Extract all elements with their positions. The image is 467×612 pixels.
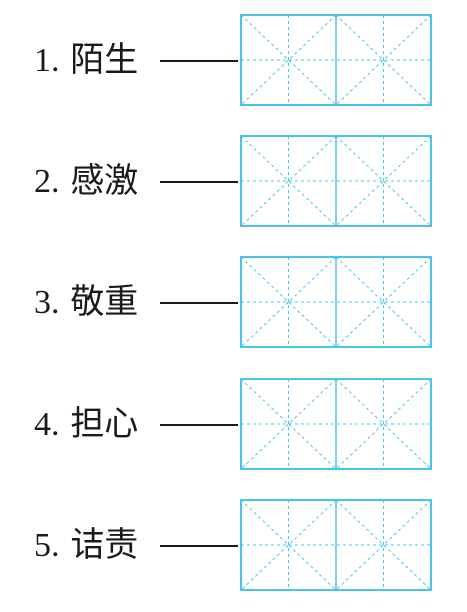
item-number: 5. (34, 527, 60, 564)
word-label: 1. 陌生 (34, 38, 138, 83)
word-text: 感激 (70, 161, 139, 201)
connector-line (160, 60, 238, 62)
writing-grid[interactable] (240, 14, 432, 106)
word-label: 4. 担心 (34, 402, 138, 447)
writing-grid[interactable] (240, 256, 432, 348)
exercise-item-2: 2. 感激 (0, 133, 467, 229)
connector-line (160, 181, 238, 183)
word-text: 陌生 (70, 40, 139, 80)
word-label: 2. 感激 (34, 159, 138, 204)
connector-line (160, 424, 238, 426)
writing-grid[interactable] (240, 499, 432, 591)
exercise-item-1: 1. 陌生 (0, 12, 467, 108)
writing-grid[interactable] (240, 135, 432, 227)
connector-line (160, 545, 238, 547)
exercise-item-5: 5. 诘责 (0, 497, 467, 593)
word-text: 担心 (70, 404, 139, 444)
item-number: 4. (34, 406, 60, 443)
word-label: 5. 诘责 (34, 523, 138, 568)
connector-line (160, 302, 238, 304)
word-label: 3. 敬重 (34, 280, 138, 325)
item-number: 2. (34, 163, 60, 200)
exercise-item-4: 4. 担心 (0, 376, 467, 472)
item-number: 3. (34, 284, 60, 321)
writing-grid[interactable] (240, 378, 432, 470)
exercise-item-3: 3. 敬重 (0, 254, 467, 350)
word-text: 诘责 (70, 525, 139, 565)
item-number: 1. (34, 42, 60, 79)
word-text: 敬重 (70, 282, 139, 322)
